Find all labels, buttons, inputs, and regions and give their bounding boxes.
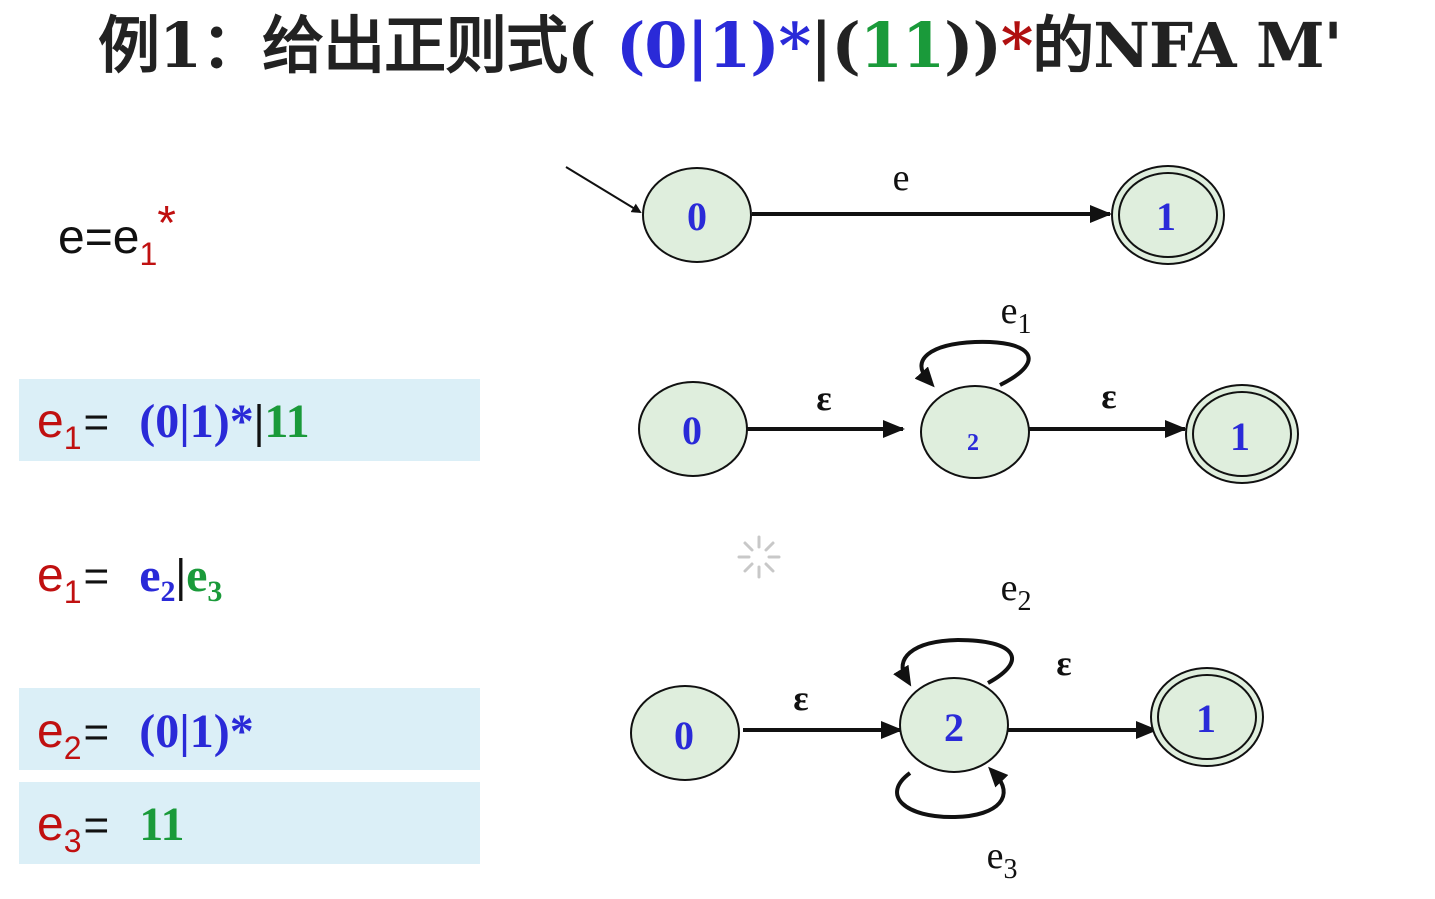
loop-e1 (914, 339, 1031, 388)
slide-title: 例1：给出正则式( (0|1)*|(11))*的NFA M' (98, 6, 1428, 86)
loop-e2 (893, 637, 1014, 687)
title-blue-part: (0|1)* (595, 9, 811, 82)
state-0 (630, 685, 740, 781)
loop-label-e3: e3 (987, 835, 1018, 885)
equals-sign: = (83, 708, 110, 757)
state-1-accept-ring (1118, 172, 1218, 258)
equation-box-e1 (19, 379, 480, 461)
equation-rhs-green: 11 (139, 798, 185, 851)
equation-rhs-blue: (0|1)* (139, 395, 254, 448)
title-close: )) (944, 9, 1002, 82)
state-1-outer (1185, 384, 1299, 484)
state-1-label: 1 (1230, 414, 1250, 459)
state-2-label: 2 (967, 430, 979, 456)
edge-label-e: e (893, 157, 910, 199)
state-2 (899, 677, 1009, 773)
loading-spinner-icon (737, 535, 781, 579)
equation-e1-split: e1= e2|e3 (37, 549, 223, 610)
equation-lhs: e1 (37, 395, 82, 456)
eps-label-2: ε (1101, 376, 1116, 416)
nfa-diagram-3: e2 e3 ε ε 0 2 1 (630, 567, 1264, 885)
equation-box-e2 (19, 688, 480, 770)
equation-rhs-e3: e3 (186, 549, 223, 608)
title-bar: |( (810, 9, 861, 82)
equation-lhs: e (58, 211, 85, 264)
equation-e1: e1= (0|1)*|11 (37, 395, 310, 456)
state-1-accept-ring (1157, 674, 1257, 760)
equation-rhs-bar: | (253, 395, 265, 448)
equation-eq-e: =e (84, 211, 140, 264)
state-1-label: 1 (1156, 194, 1176, 239)
loop-label-e2: e2 (1001, 567, 1032, 617)
equation-rhs-e2: e2 (139, 549, 176, 608)
equation-lhs: e2 (37, 705, 82, 766)
equation-e3: e3= 11 (37, 798, 185, 859)
title-green-part: 11 (859, 9, 945, 82)
state-0-label: 0 (674, 713, 694, 758)
start-arrow (565, 166, 642, 214)
state-1-label: 1 (1196, 696, 1216, 741)
equals-sign: = (83, 398, 110, 447)
equals-sign: = (83, 552, 110, 601)
eps-label-1: ε (816, 378, 831, 418)
eps-label-1: ε (793, 678, 808, 718)
loop-label-e1: e1 (1001, 290, 1032, 340)
state-0 (638, 381, 748, 477)
eps-label-2: ε (1056, 643, 1071, 683)
state-1-accept-ring (1192, 391, 1292, 477)
equation-lhs: e1 (37, 549, 82, 610)
title-prefix: 例1：给出正则式( (98, 9, 596, 82)
equation-rhs-green: 11 (264, 395, 310, 448)
equation-e: e=e1* (58, 200, 176, 271)
state-1-outer (1150, 667, 1264, 767)
title-suffix: 的NFA M' (1032, 9, 1342, 82)
state-0-label: 0 (682, 408, 702, 453)
loop-e3 (895, 766, 1009, 820)
state-2-label: 2 (944, 705, 964, 750)
equation-lhs: e3 (37, 798, 82, 859)
nfa-diagram-1: e 0 1 (565, 157, 1225, 265)
equation-rhs-bar: | (175, 549, 187, 602)
state-0-label: 0 (687, 194, 707, 239)
state-1-outer (1111, 165, 1225, 265)
nfa-diagram-2: e1 ε ε 0 2 1 (638, 290, 1299, 484)
equation-sub: 1 (139, 236, 158, 272)
equation-rhs-blue: (0|1)* (139, 705, 254, 758)
equation-rhs-e1: =e1* (84, 200, 176, 271)
equation-star: * (157, 197, 176, 250)
equation-e2: e2= (0|1)* (37, 705, 254, 766)
state-0 (642, 167, 752, 263)
equation-box-e3 (19, 782, 480, 864)
title-star: * (1000, 9, 1033, 82)
equals-sign: = (83, 801, 110, 850)
state-2 (920, 385, 1030, 479)
